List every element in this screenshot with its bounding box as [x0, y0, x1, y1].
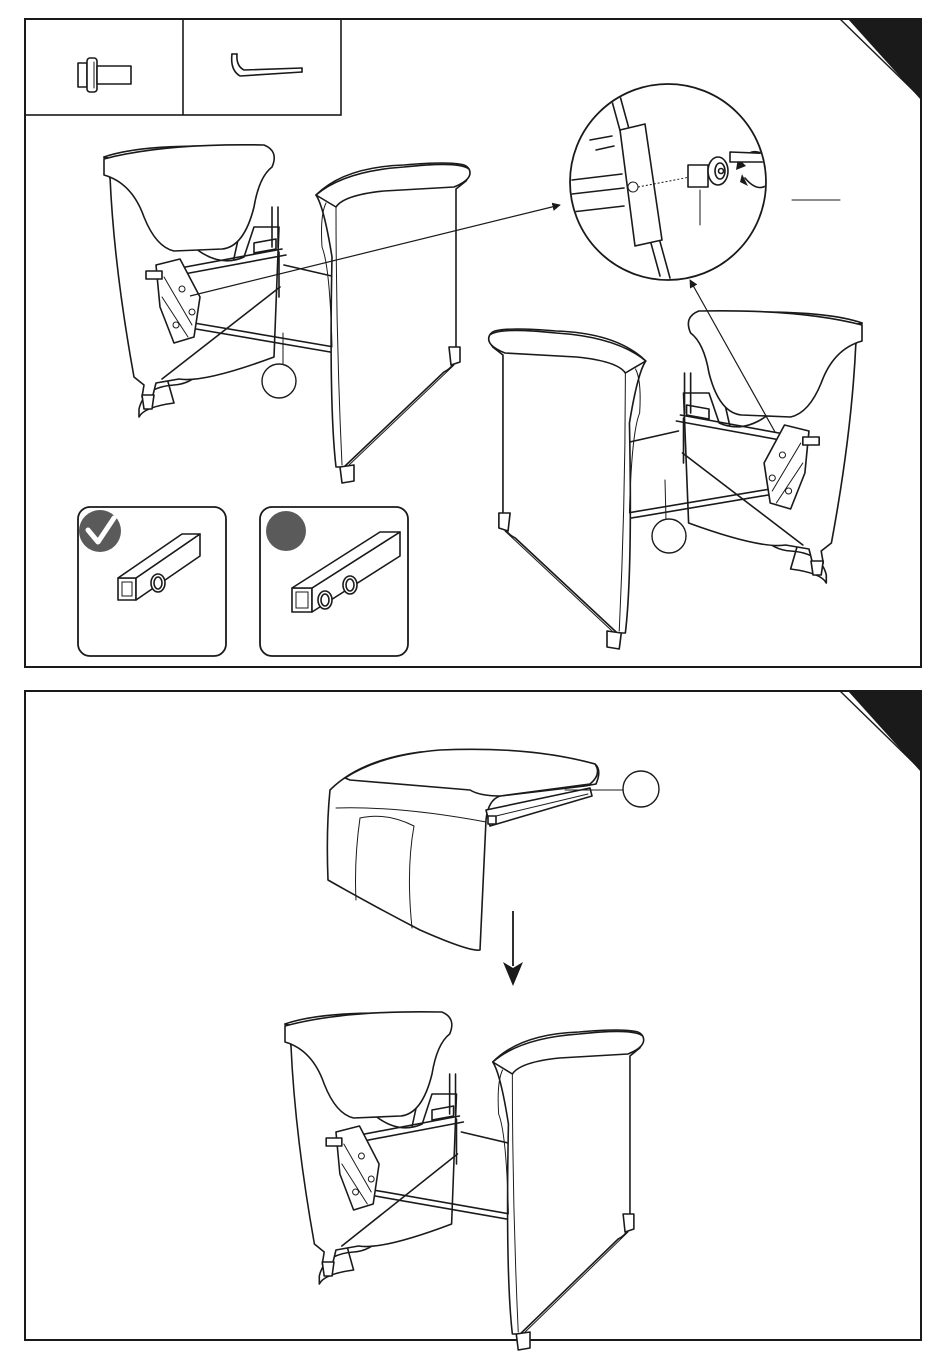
down-arrow-icon	[503, 911, 523, 986]
step-number-tab	[840, 691, 921, 772]
chair-illustration-right	[489, 311, 862, 649]
tip-incorrect	[260, 507, 408, 656]
chair-illustration-bottom	[285, 1012, 644, 1350]
tip-correct	[78, 507, 226, 656]
allen-key-icon	[232, 54, 302, 76]
parts-box	[25, 19, 341, 115]
bolt-icon	[78, 58, 131, 92]
step-number-tab	[840, 19, 921, 100]
part-callout-right	[652, 480, 686, 553]
step-panel-2	[25, 691, 921, 1350]
chair-illustration-left	[104, 145, 470, 483]
step-panel-1	[25, 19, 921, 667]
backrest-cushion	[327, 749, 598, 950]
wrong-badge-icon	[266, 511, 306, 551]
zoom-detail-circle	[570, 84, 840, 280]
